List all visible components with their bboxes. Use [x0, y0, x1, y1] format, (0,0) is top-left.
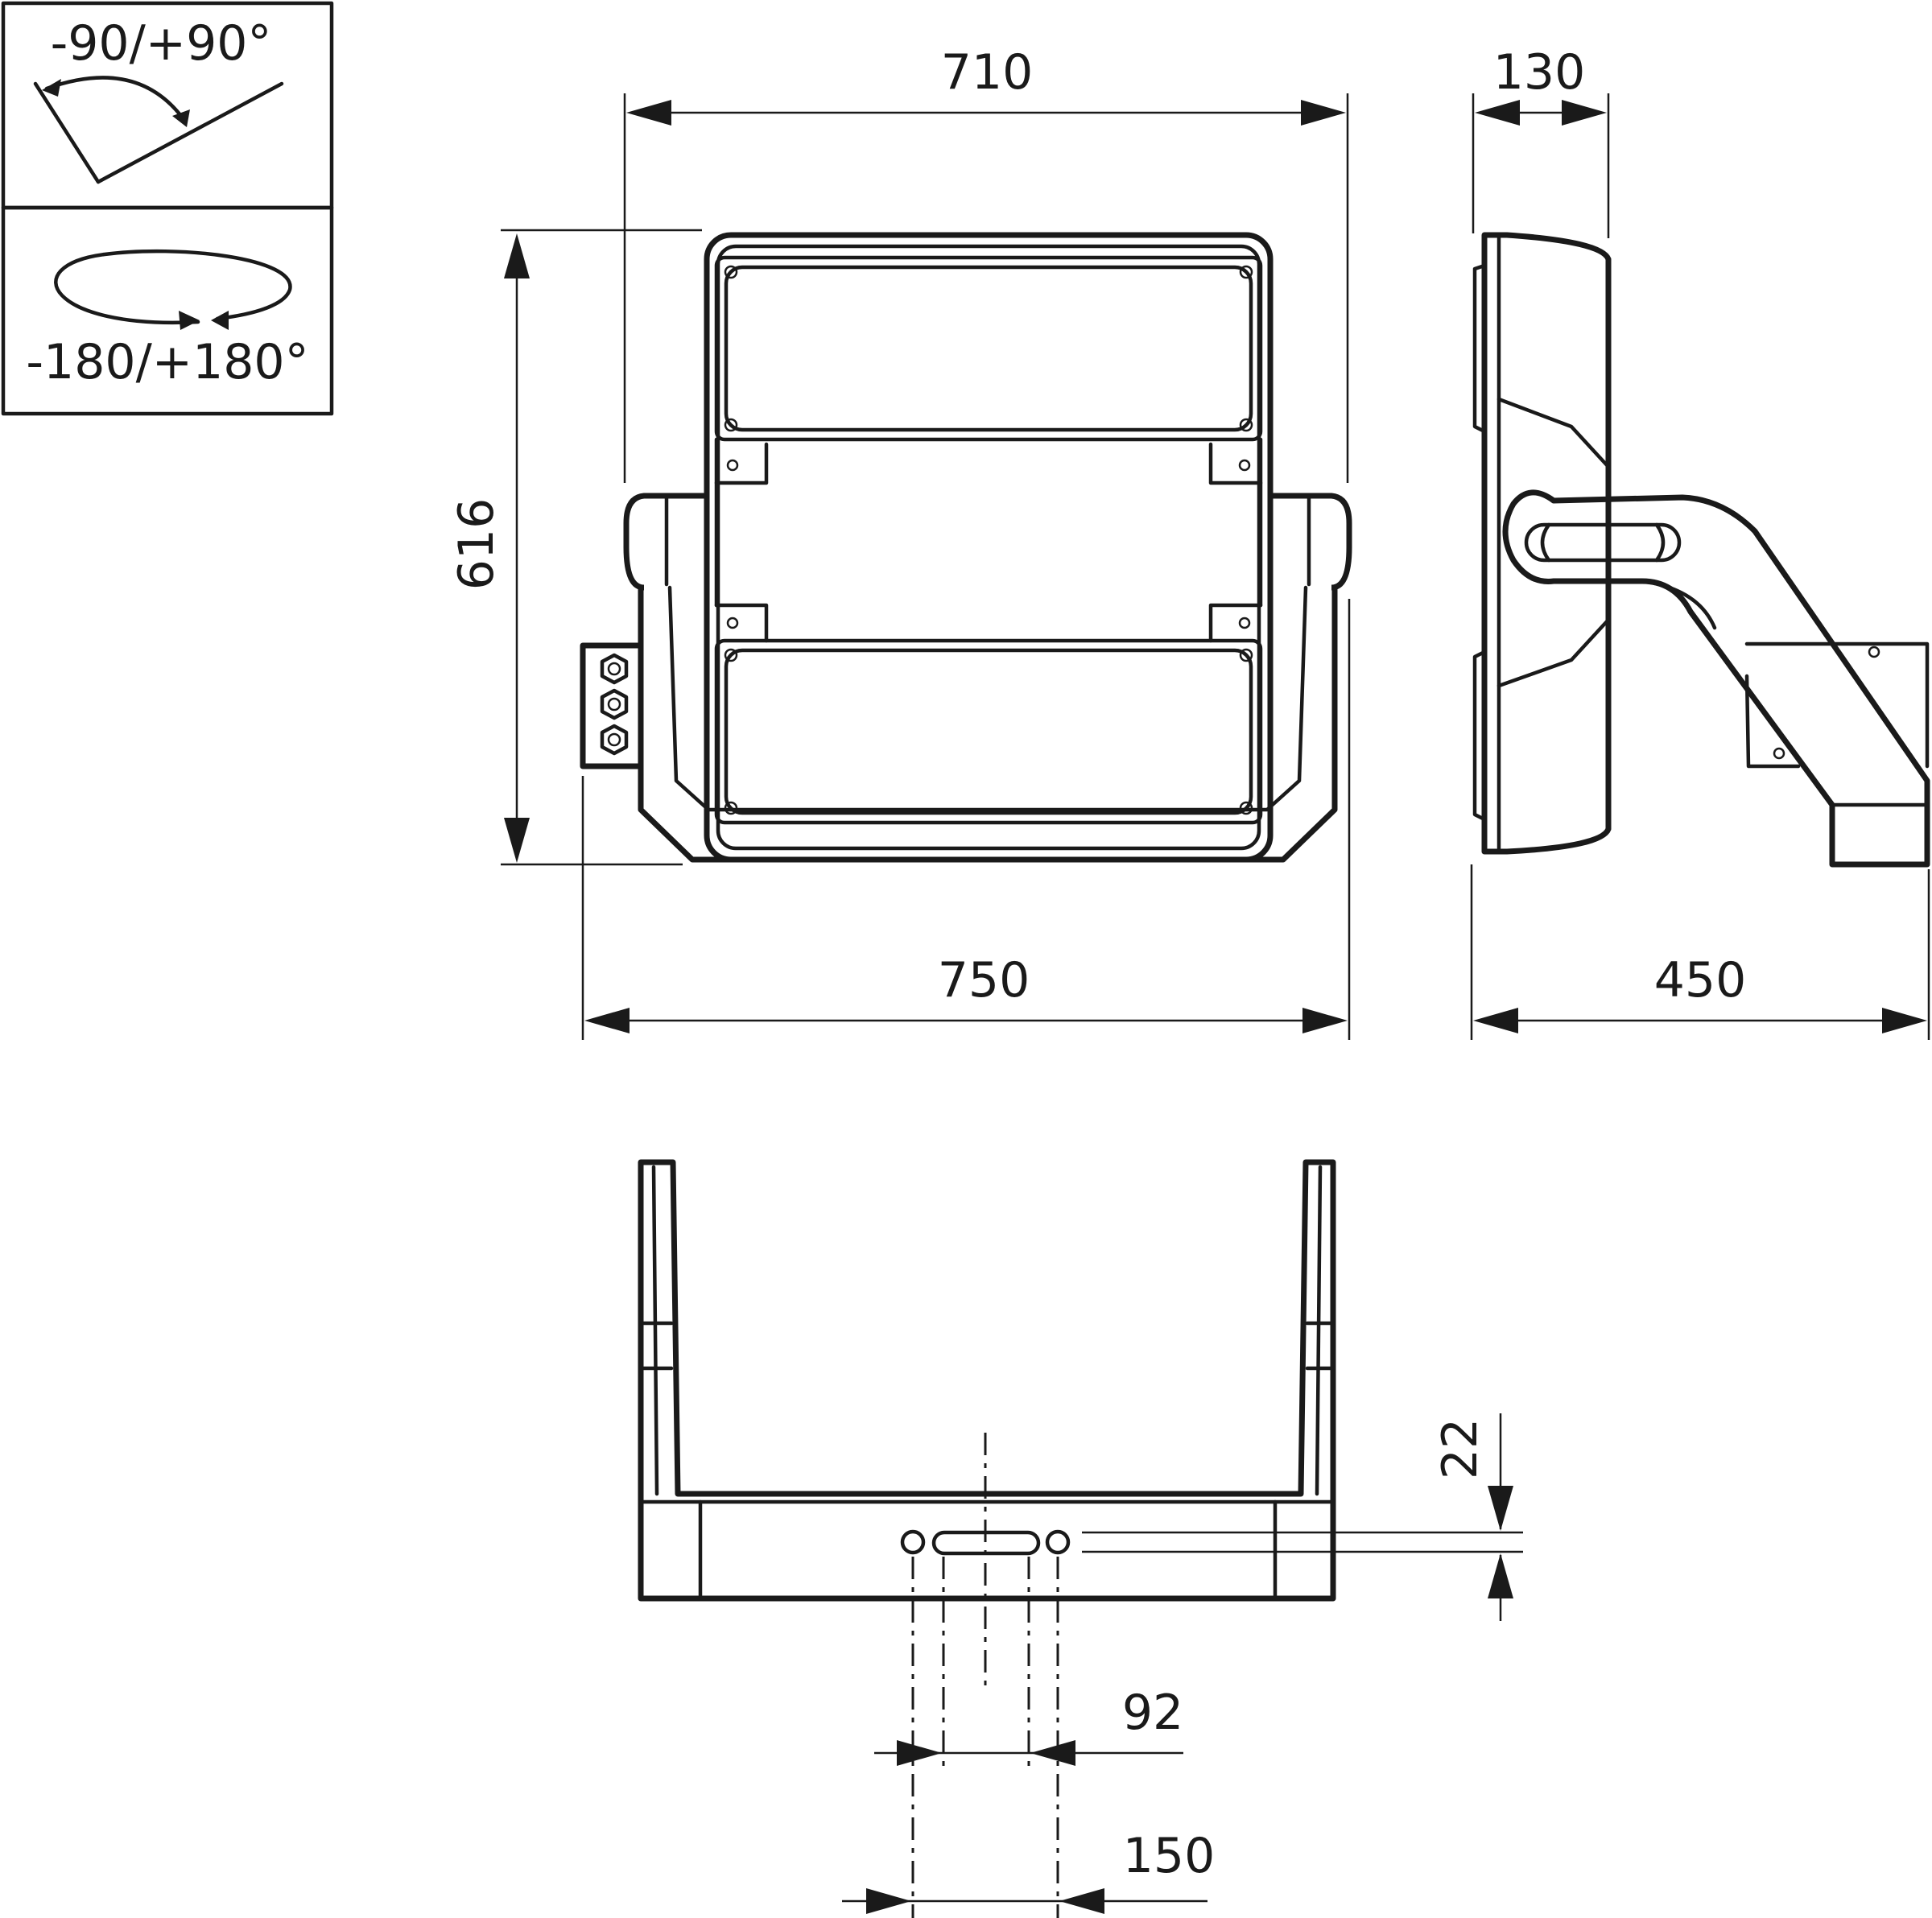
dimension-front-width: 710: [941, 44, 1034, 101]
dimension-150: 150: [842, 1828, 1215, 1914]
nut-hex: [600, 653, 629, 756]
dimension-710: 710: [623, 44, 1349, 483]
dimension-22: 22: [1082, 1413, 1523, 1621]
dimension-depth-overall: 450: [1654, 952, 1747, 1008]
dimension-616: 616: [448, 229, 702, 866]
legend-rotation-box: -180/+180°: [1, 205, 334, 416]
dimension-overall-width: 750: [938, 952, 1030, 1008]
dimension-depth-top: 130: [1493, 44, 1586, 101]
dimension-750: 750: [581, 599, 1351, 1040]
dimension-450: 450: [1470, 864, 1930, 1040]
legend-tilt-box: -90/+90°: [1, 1, 334, 210]
side-view: [1472, 232, 1930, 868]
dimension-92: 92: [874, 1685, 1183, 1766]
front-view: [580, 232, 1352, 863]
dimension-front-height: 616: [448, 498, 505, 591]
dimension-130: 130: [1472, 44, 1610, 238]
dimension-slot-length: 92: [1122, 1685, 1183, 1741]
rotation-angle-label: -180/+180°: [26, 334, 308, 390]
tilt-angle-label: -90/+90°: [51, 15, 272, 72]
bracket-bottom-view: [638, 1159, 1336, 1602]
dimension-slot-offset: 22: [1432, 1418, 1488, 1479]
centerlines: [911, 1433, 1059, 1918]
dimension-hole-spacing: 150: [1123, 1828, 1216, 1884]
